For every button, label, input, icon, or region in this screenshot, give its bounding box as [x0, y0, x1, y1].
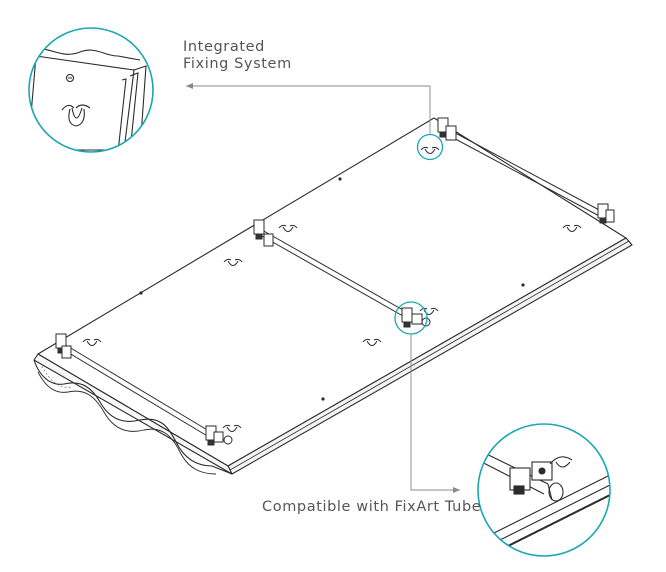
leader-fixart — [410, 334, 460, 491]
mounting-clip — [213, 431, 233, 445]
callout-integrated-fixing-system: Integrated Fixing System — [183, 39, 292, 73]
mounting-clip — [445, 125, 457, 141]
hanging-hook-icon — [223, 258, 243, 266]
hanging-hook-icon — [420, 146, 440, 154]
tube-rails — [63, 127, 604, 441]
highlight-circle-top — [416, 133, 444, 161]
callout-leaders — [186, 83, 460, 493]
hanging-hooks — [82, 146, 582, 432]
callout-fixart-tube: Compatible with FixArt Tube — [262, 499, 482, 515]
hanging-hook-icon — [82, 338, 102, 346]
mounting-clip — [401, 307, 413, 328]
callout-integrated-line2: Fixing System — [183, 56, 292, 72]
hanging-hook-icon — [222, 424, 242, 432]
panel — [33, 117, 633, 475]
hanging-hook-icon — [562, 224, 582, 232]
mounting-clip — [605, 209, 615, 223]
mounting-clip — [253, 219, 265, 240]
wall-wavy-section — [33, 359, 233, 475]
mounting-clip — [61, 345, 72, 359]
callout-integrated-line1: Integrated — [183, 39, 265, 55]
leader-integrated — [186, 85, 431, 134]
hanging-hook-icon — [278, 224, 298, 232]
hanging-hook-icon — [362, 338, 382, 346]
detail-magnifier-circle-icon — [28, 27, 154, 153]
detail-magnifier-circle-icon — [477, 423, 611, 557]
mounting-clip — [263, 233, 274, 247]
screw-dots — [139, 177, 525, 401]
